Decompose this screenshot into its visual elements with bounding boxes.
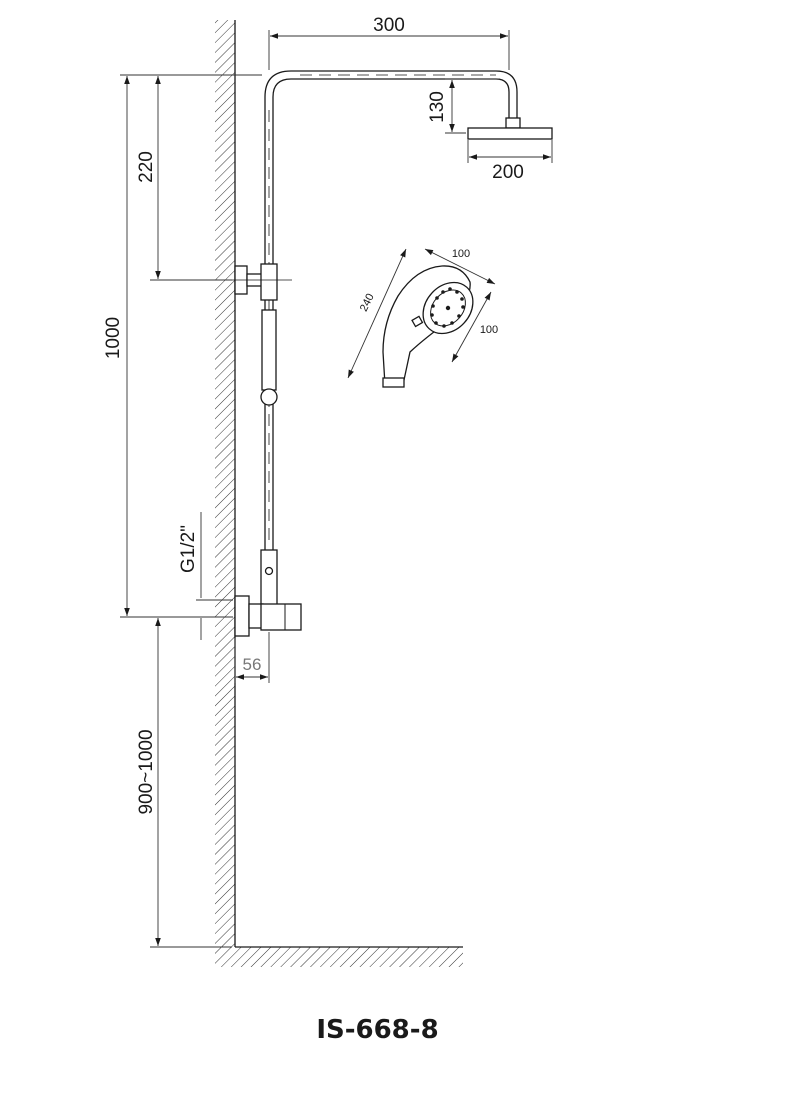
mixer-valve (234, 549, 302, 637)
hand-shower (382, 265, 474, 388)
overhead-shower-head (467, 117, 553, 140)
dim-head-diameter: 200 (492, 162, 524, 183)
dim-hand-shower-width: 100 (452, 248, 470, 260)
sliding-rail (260, 309, 278, 406)
dimension-lines (120, 30, 553, 948)
dim-top-to-bracket: 220 (136, 151, 157, 183)
dim-bracket-to-inlet: 1000 (103, 317, 124, 359)
model-code: IS-668-8 (316, 1015, 439, 1045)
dim-hand-shower-length: 240 (358, 292, 377, 314)
floor-section (215, 946, 463, 967)
dim-wall-offset: 56 (243, 655, 262, 674)
dim-arm-drop: 130 (427, 91, 448, 123)
dim-inlet-thread: G1/2" (178, 525, 199, 573)
dim-hand-shower-depth: 100 (480, 324, 498, 336)
dim-floor-height: 900~1000 (136, 729, 157, 814)
wall-section (215, 20, 236, 947)
wall-bracket (230, 263, 292, 301)
dim-arm-length: 300 (373, 15, 405, 36)
